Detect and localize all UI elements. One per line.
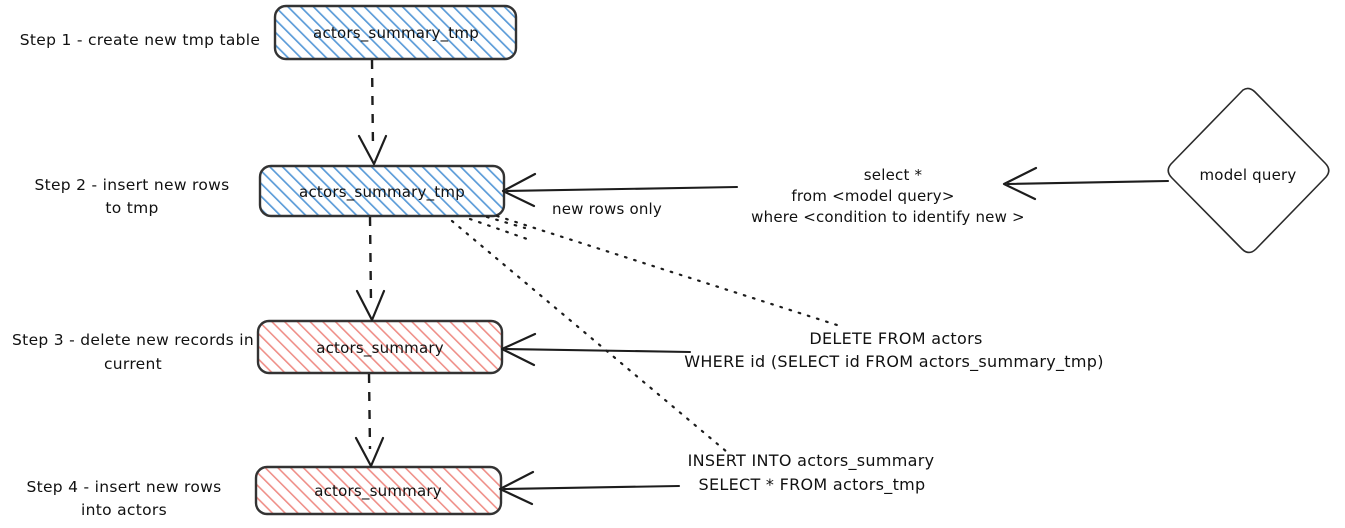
edge-insert-to-step4: [498, 470, 681, 506]
node-2-label: actors_summary_tmp: [299, 183, 465, 202]
edge-delete-to-step3: [500, 332, 692, 367]
annotation-insert-sql-line2: SELECT * FROM actors_tmp: [698, 475, 925, 495]
node-1-label: actors_summary_tmp: [313, 24, 479, 43]
node-3-label: actors_summary: [316, 339, 444, 358]
annotation-delete-sql-line1: DELETE FROM actors: [809, 329, 982, 348]
annotation-new-rows-only: new rows only: [552, 200, 662, 218]
node-5-shape: [1167, 87, 1330, 254]
node-5-label: model query: [1200, 166, 1297, 184]
node-actors-summary-tmp-1[interactable]: [273, 4, 518, 61]
step-2-label-line1: Step 2 - insert new rows: [34, 176, 229, 194]
annotation-model-sql-line3: where <condition to identify new >: [751, 208, 1025, 226]
node-1-shape: [273, 4, 518, 61]
node-3-shape: [256, 319, 504, 375]
edge-step3-to-step4: [354, 373, 385, 468]
annotation-insert-sql-line1: INSERT INTO actors_summary: [688, 451, 935, 471]
edge-dotted-step2-to-delete: [495, 214, 842, 328]
annotation-model-sql-line2: from <model query>: [791, 187, 954, 205]
node-model-query[interactable]: [1167, 87, 1330, 254]
step-1-label: Step 1 - create new tmp table: [20, 31, 261, 49]
annotation-delete-sql-line2: WHERE id (SELECT id FROM actors_summary_…: [684, 352, 1104, 372]
node-4-label: actors_summary: [314, 482, 442, 501]
step-2-label-line2: to tmp: [105, 199, 158, 217]
edge-model-query-to-sql: [1002, 166, 1170, 201]
step-4-label-line1: Step 4 - insert new rows: [26, 478, 221, 496]
step-3-label-line1: Step 3 - delete new records in: [12, 331, 254, 349]
step-4-label-line2: into actors: [81, 501, 167, 519]
edge-new-rows-only: [501, 172, 739, 208]
annotation-model-sql-line1: select *: [864, 166, 923, 184]
edge-step2-to-step3: [355, 216, 386, 322]
edge-step1-to-step2: [357, 59, 388, 166]
node-actors-summary-1[interactable]: [256, 319, 504, 375]
edge-dotted-whiskers: [468, 215, 532, 242]
edge-dotted-step2-to-insert: [450, 219, 729, 454]
step-3-label-line2: current: [104, 355, 162, 373]
